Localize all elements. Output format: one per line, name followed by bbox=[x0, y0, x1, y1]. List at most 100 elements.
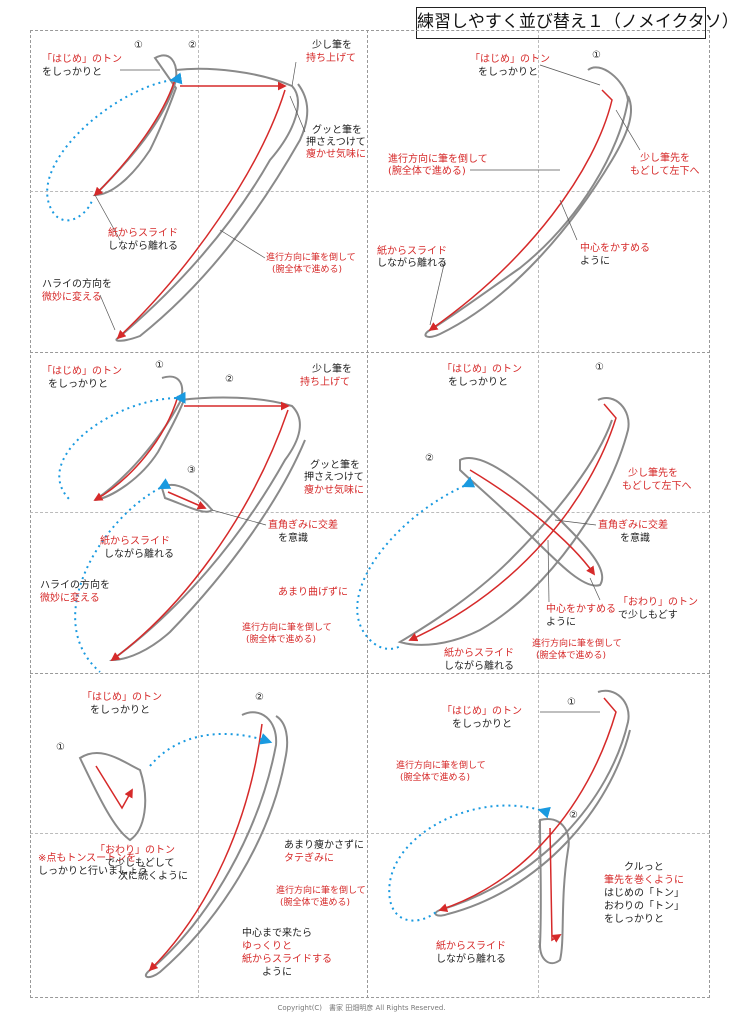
annotation: 微妙に変える bbox=[40, 593, 100, 604]
stroke-number: ① bbox=[56, 742, 65, 753]
annotation: 「はじめ」のトン bbox=[82, 692, 162, 703]
annotation: 「おわり」のトン bbox=[95, 845, 175, 856]
annotation: 紙からスライド bbox=[377, 246, 447, 257]
annotation: 中心まで来たら bbox=[242, 928, 312, 939]
annotation: 「はじめ」のトン bbox=[442, 364, 522, 375]
annotation: をしっかりと bbox=[478, 67, 538, 78]
annotation: ように bbox=[546, 617, 576, 628]
annotation: 進行方向に筆を倒して bbox=[532, 639, 622, 649]
annotation: 直角ぎみに交差 bbox=[598, 520, 668, 531]
annotation: (腕全体で進める) bbox=[400, 773, 471, 783]
annotation: 押さえつけて bbox=[306, 137, 366, 148]
annotation: ように bbox=[580, 256, 610, 267]
annotation: ※点もトンスートンを bbox=[38, 853, 137, 864]
guide-line bbox=[30, 512, 710, 513]
guide-line bbox=[30, 191, 710, 192]
annotation: で少しもどす bbox=[618, 610, 678, 621]
annotation: 押さえつけて bbox=[304, 472, 364, 483]
annotation: グッと筆を bbox=[312, 125, 362, 136]
annotation: 「はじめ」のトン bbox=[470, 54, 550, 65]
annotation: 紙からスライド bbox=[444, 648, 514, 659]
annotation: を意識 bbox=[278, 533, 308, 544]
annotation: 「おわり」のトン bbox=[618, 597, 698, 608]
annotation: 持ち上げて bbox=[300, 377, 350, 388]
glyph-ta bbox=[94, 375, 306, 662]
guide-line bbox=[30, 833, 710, 834]
annotation: あまり曲げずに bbox=[278, 587, 348, 598]
stroke-number: ② bbox=[425, 453, 434, 464]
annotation: 進行方向に筆を倒して bbox=[266, 253, 356, 263]
glyph-me bbox=[397, 397, 630, 646]
glyph-no bbox=[424, 66, 632, 338]
annotation: 微妙に変える bbox=[42, 292, 102, 303]
annotation: しながら離れる bbox=[108, 241, 178, 252]
annotation: 少し筆先を bbox=[640, 153, 690, 164]
stroke-number: ① bbox=[592, 50, 601, 61]
row-divider-2 bbox=[30, 673, 710, 674]
annotation: をしっかりと bbox=[448, 377, 508, 388]
annotation: クルっと bbox=[624, 862, 664, 873]
annotation: 紙からスライド bbox=[108, 228, 178, 239]
glyph-so bbox=[78, 711, 289, 978]
annotation: ように bbox=[262, 967, 292, 978]
stroke-number: ① bbox=[595, 362, 604, 373]
annotation: もどして左下へ bbox=[622, 481, 692, 492]
annotation: をしっかりと bbox=[90, 705, 150, 716]
annotation: グッと筆を bbox=[310, 460, 360, 471]
annotation: 少し筆を bbox=[312, 364, 352, 375]
annotation: 中心をかすめる bbox=[546, 604, 616, 615]
annotation: しながら離れる bbox=[377, 258, 447, 269]
practice-grid-frame bbox=[30, 30, 710, 998]
stroke-number: ① bbox=[134, 40, 143, 51]
annotation: 痩かせ気味に bbox=[304, 485, 364, 496]
annotation: 「はじめ」のトン bbox=[442, 706, 522, 717]
annotation: をしっかりと bbox=[452, 719, 512, 730]
annotation: 進行方向に筆を倒して bbox=[396, 761, 486, 771]
guide-line bbox=[198, 30, 199, 998]
annotation: しながら離れる bbox=[104, 549, 174, 560]
annotation: をしっかりと bbox=[42, 67, 102, 78]
annotation: 少し筆先を bbox=[628, 468, 678, 479]
stroke-number: ③ bbox=[187, 465, 196, 476]
stroke-number: ② bbox=[188, 40, 197, 51]
annotation: おわりの「トン」 bbox=[604, 901, 684, 912]
annotation: ハライの方向を bbox=[42, 279, 112, 290]
annotation: を意識 bbox=[620, 533, 650, 544]
annotation: 進行方向に筆を倒して bbox=[388, 154, 488, 165]
annotation: ゆっくりと bbox=[242, 941, 292, 952]
annotation: 紙からスライド bbox=[436, 941, 506, 952]
annotation: 次に続くように bbox=[118, 871, 188, 882]
annotation: 筆先を巻くように bbox=[604, 875, 684, 886]
annotation: 紙からスライド bbox=[100, 536, 170, 547]
glyph-ki bbox=[434, 689, 631, 965]
center-divider bbox=[367, 30, 368, 998]
annotation: ハライの方向を bbox=[40, 580, 110, 591]
annotation: (腕全体で進める) bbox=[280, 898, 351, 908]
page-title: 練習しやすく並び替え１（ノメイクタソ） bbox=[416, 7, 739, 39]
annotation: はじめの「トン」 bbox=[604, 888, 684, 899]
copyright: Copyright(C) 書家 田畑明彦 All Rights Reserved… bbox=[277, 1004, 446, 1012]
stroke-number: ② bbox=[255, 692, 264, 703]
annotation: (腕全体で進める) bbox=[536, 651, 607, 661]
annotation: をしっかりと bbox=[48, 379, 108, 390]
annotation: (腕全体で進める) bbox=[246, 635, 317, 645]
annotation: タテぎみに bbox=[284, 853, 334, 864]
annotation: 進行方向に筆を倒して bbox=[276, 886, 366, 896]
annotation: 直角ぎみに交差 bbox=[268, 520, 338, 531]
annotation: もどして左下へ bbox=[630, 166, 700, 177]
row-divider-1 bbox=[30, 352, 710, 353]
annotation: しながら離れる bbox=[444, 661, 514, 672]
annotation: で少しもどして bbox=[105, 858, 175, 869]
annotation: 「はじめ」のトン bbox=[42, 366, 122, 377]
annotation: (腕全体で進める) bbox=[272, 265, 343, 275]
annotation: あまり痩かさずに bbox=[284, 840, 364, 851]
guide-line bbox=[538, 30, 539, 998]
annotation: しっかりと行いましょう bbox=[38, 866, 148, 877]
calligraphy-strokes bbox=[46, 54, 641, 978]
glyph-ku bbox=[92, 54, 309, 342]
annotation: (腕全体で進める) bbox=[388, 166, 466, 177]
annotation: 中心をかすめる bbox=[580, 243, 650, 254]
annotation: 痩かせ気味に bbox=[306, 149, 366, 160]
annotation: 進行方向に筆を倒して bbox=[242, 623, 332, 633]
annotation: 「はじめ」のトン bbox=[42, 54, 122, 65]
